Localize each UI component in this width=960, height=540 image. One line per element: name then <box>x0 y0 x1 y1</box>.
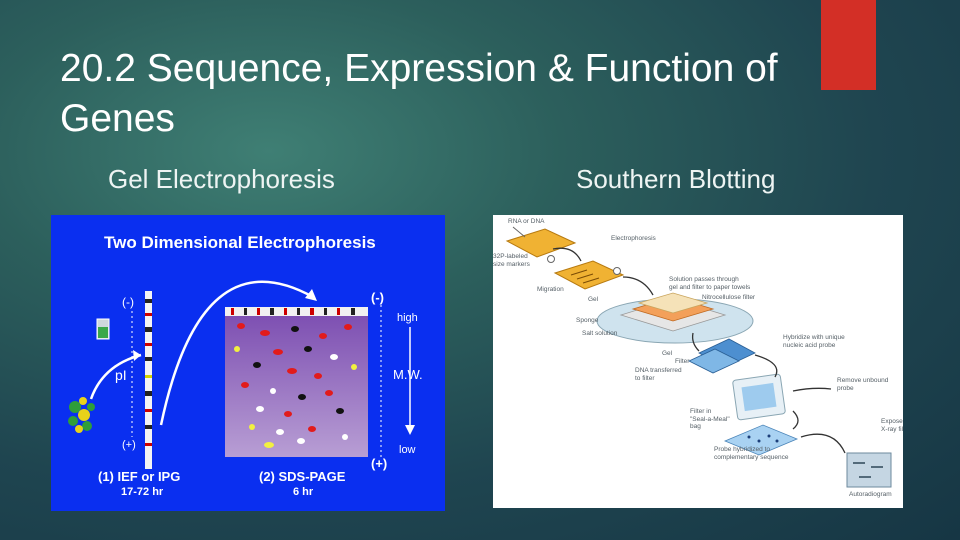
electrophoresis-diagram <box>68 280 415 469</box>
label-gel-2: Gel <box>662 350 673 357</box>
label-expose: Expose to X-ray film <box>881 418 903 433</box>
mw-label: M.W. <box>393 367 423 382</box>
figure-title: Two Dimensional Electrophoresis <box>104 233 376 252</box>
protein-mixture-icon <box>68 397 95 433</box>
label-dna-transferred: DNA transferred to filter <box>635 367 682 382</box>
arrow-to-gel-icon <box>159 280 314 426</box>
slide-title: 20.2 Sequence, Expression & Function of … <box>60 47 778 140</box>
gel-top-strip <box>225 307 368 316</box>
label-rna-or-dna: RNA or DNA <box>508 218 545 225</box>
southern-blot-diagram <box>505 226 892 488</box>
label-solution: Solution passes through gel and filter t… <box>669 276 751 291</box>
arrow-icon <box>800 433 846 454</box>
arrow-icon <box>792 387 832 392</box>
accent-bar <box>821 0 876 90</box>
step1-time: 17-72 hr <box>121 486 164 498</box>
sds-page-gel <box>225 307 368 457</box>
gel-bands <box>570 269 600 284</box>
label-hybridize: Hybridize with unique nucleic acid probe <box>783 334 845 349</box>
filter-sheet-icon <box>688 348 740 374</box>
arrow-icon <box>622 276 654 296</box>
label-salt-solution: Salt solution <box>582 330 618 337</box>
southern-blot-figure: RNA or DNA 32P-labeled size markers Elec… <box>493 215 903 508</box>
label-electrophoresis: Electrophoresis <box>611 235 656 242</box>
ief-plus-label: (+) <box>122 439 136 451</box>
arrow-icon <box>552 247 582 262</box>
sample-tube-icon <box>96 318 110 340</box>
arrow-icon <box>754 354 778 378</box>
label-markers: 32P-labeled size markers <box>493 253 530 268</box>
label-sponge: Sponge <box>576 317 599 324</box>
label-nitrocellulose: Nitrocellulose filter <box>702 294 756 301</box>
right-heading: Southern Blotting <box>576 164 776 194</box>
label-autoradiogram: Autoradiogram <box>849 491 892 498</box>
step2-label: (2) SDS-PAGE <box>259 469 346 484</box>
label-probe-hybridized: Probe hybridized to complementary sequen… <box>714 446 789 461</box>
low-label: low <box>399 444 416 456</box>
sds-minus-label: (-) <box>371 290 384 305</box>
probe-spots <box>747 434 779 443</box>
gel-protein-spots <box>234 323 357 448</box>
arrow-icon <box>691 332 700 352</box>
label-gel: Gel <box>588 296 599 303</box>
high-label: high <box>397 312 418 324</box>
label-filter-in-bag: Filter in "Seal-a-Meal" bag <box>690 408 730 430</box>
step1-label: (1) IEF or IPG <box>98 469 181 484</box>
arrow-icon <box>792 410 799 430</box>
step2-time: 6 hr <box>293 486 314 498</box>
paper-stack-icon <box>637 292 709 314</box>
probed-filter-icon <box>723 424 799 456</box>
autoradiogram-film-icon <box>846 452 892 488</box>
label-remove-unbound: Remove unbound probe <box>837 377 889 392</box>
gel-top-strip-bands <box>231 308 355 315</box>
label-filter: Filter <box>675 358 690 365</box>
autoradiogram-bands <box>853 462 883 478</box>
electrophoresis-figure: Two Dimensional Electrophoresis (-) pI (… <box>51 215 445 511</box>
ief-strip-bands <box>145 299 152 446</box>
label-migration: Migration <box>537 286 564 293</box>
left-heading: Gel Electrophoresis <box>108 164 335 194</box>
sds-plus-label: (+) <box>371 456 388 471</box>
pi-label: pI <box>115 367 127 383</box>
ief-minus-label: (-) <box>122 295 134 309</box>
ief-strip <box>145 291 152 469</box>
